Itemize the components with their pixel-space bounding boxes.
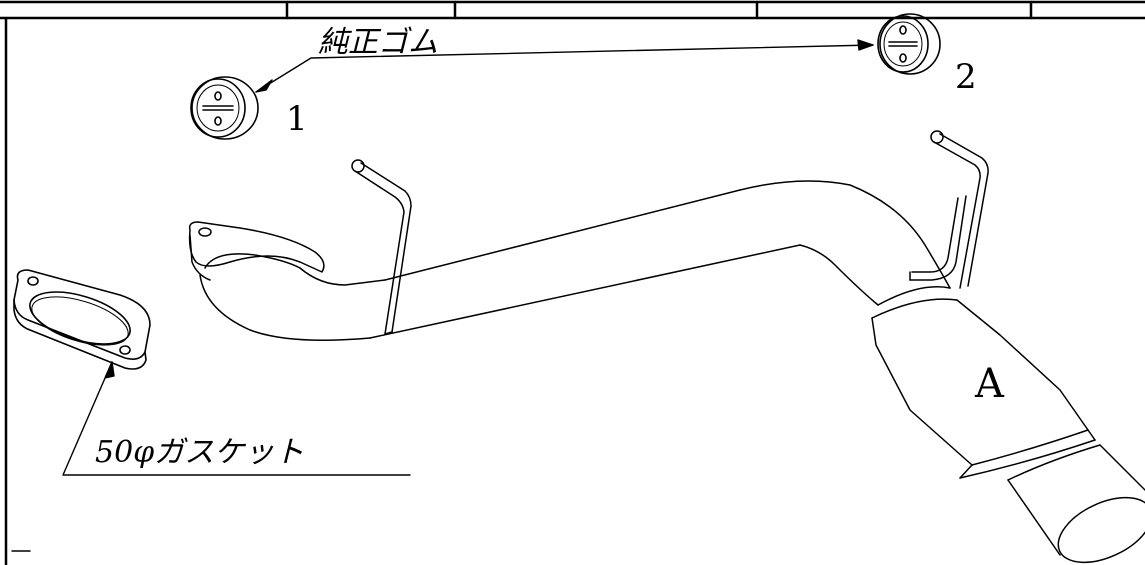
- exhaust-pipe: [188, 180, 1145, 564]
- rubber-leader: [255, 39, 874, 93]
- part-label-a: A: [974, 361, 1005, 407]
- item-number-2: 2: [955, 57, 977, 97]
- hanger-rod-1: [351, 159, 412, 335]
- rubber-mount-2: [877, 13, 941, 75]
- hanger-rod-2: [909, 130, 989, 289]
- rubber-label: 純正ゴム: [318, 25, 438, 60]
- gasket-leader: [62, 361, 411, 476]
- rubber-mount-1: [190, 76, 259, 140]
- item-number-1: 1: [286, 99, 308, 139]
- gasket-50: [13, 269, 151, 370]
- gasket-label: 50φガスケット: [95, 435, 304, 470]
